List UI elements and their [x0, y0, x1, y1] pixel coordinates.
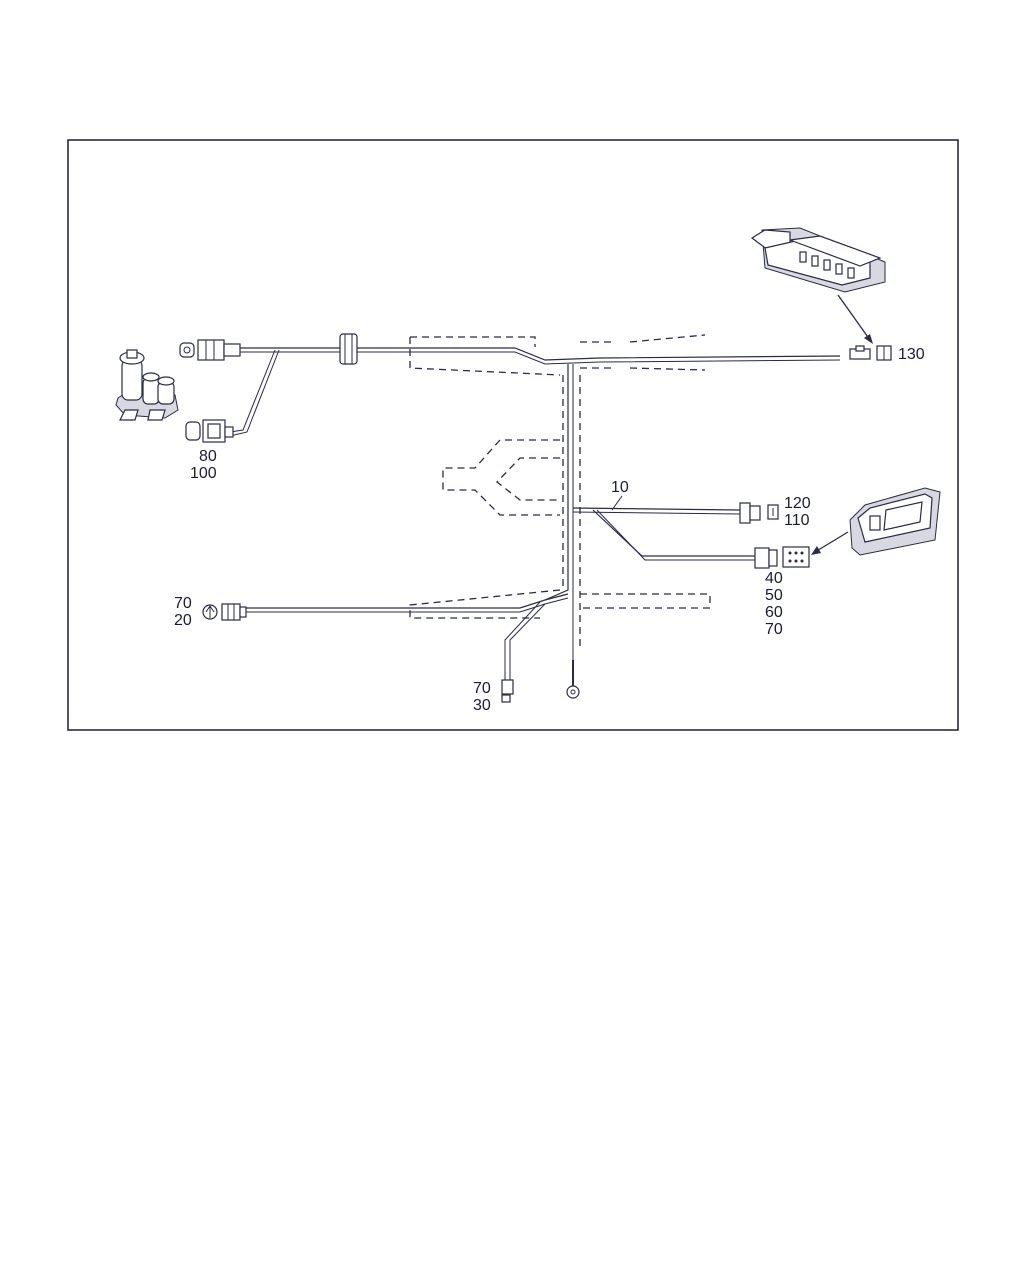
callout-30: 30 [473, 697, 491, 714]
grommet-part [339, 333, 358, 365]
switch-panel-illustration [849, 487, 941, 556]
connector-70-20 [202, 603, 247, 621]
callout-50: 50 [765, 587, 783, 604]
main-harness-trunk [229, 347, 841, 680]
pointer-arrow-130 [837, 294, 873, 344]
pointer-arrow-40-70 [811, 531, 849, 555]
callout-100: 100 [190, 465, 217, 482]
callout-60: 60 [765, 604, 783, 621]
leader-10 [611, 495, 623, 511]
pump-assembly-illustration [115, 349, 179, 421]
diagram-frame [67, 139, 959, 731]
callout-70-bottom: 70 [473, 680, 491, 697]
callout-130: 130 [898, 346, 925, 363]
callout-70-right: 70 [765, 621, 783, 638]
callout-40: 40 [765, 570, 783, 587]
connector-top-left [179, 339, 241, 361]
callout-10: 10 [611, 479, 629, 496]
callout-80: 80 [199, 448, 217, 465]
connector-120-110 [739, 502, 779, 524]
control-unit-illustration [750, 227, 886, 293]
connector-80-100 [185, 419, 234, 443]
callout-120: 120 [784, 495, 811, 512]
ground-ring-terminal [566, 660, 580, 699]
callout-70-left: 70 [174, 595, 192, 612]
dashed-alternate-routing [409, 334, 711, 650]
callout-20: 20 [174, 612, 192, 629]
connector-40-70 [754, 546, 810, 569]
connector-130 [849, 345, 892, 361]
callout-110: 110 [784, 512, 810, 529]
connector-70-30 [501, 679, 514, 703]
